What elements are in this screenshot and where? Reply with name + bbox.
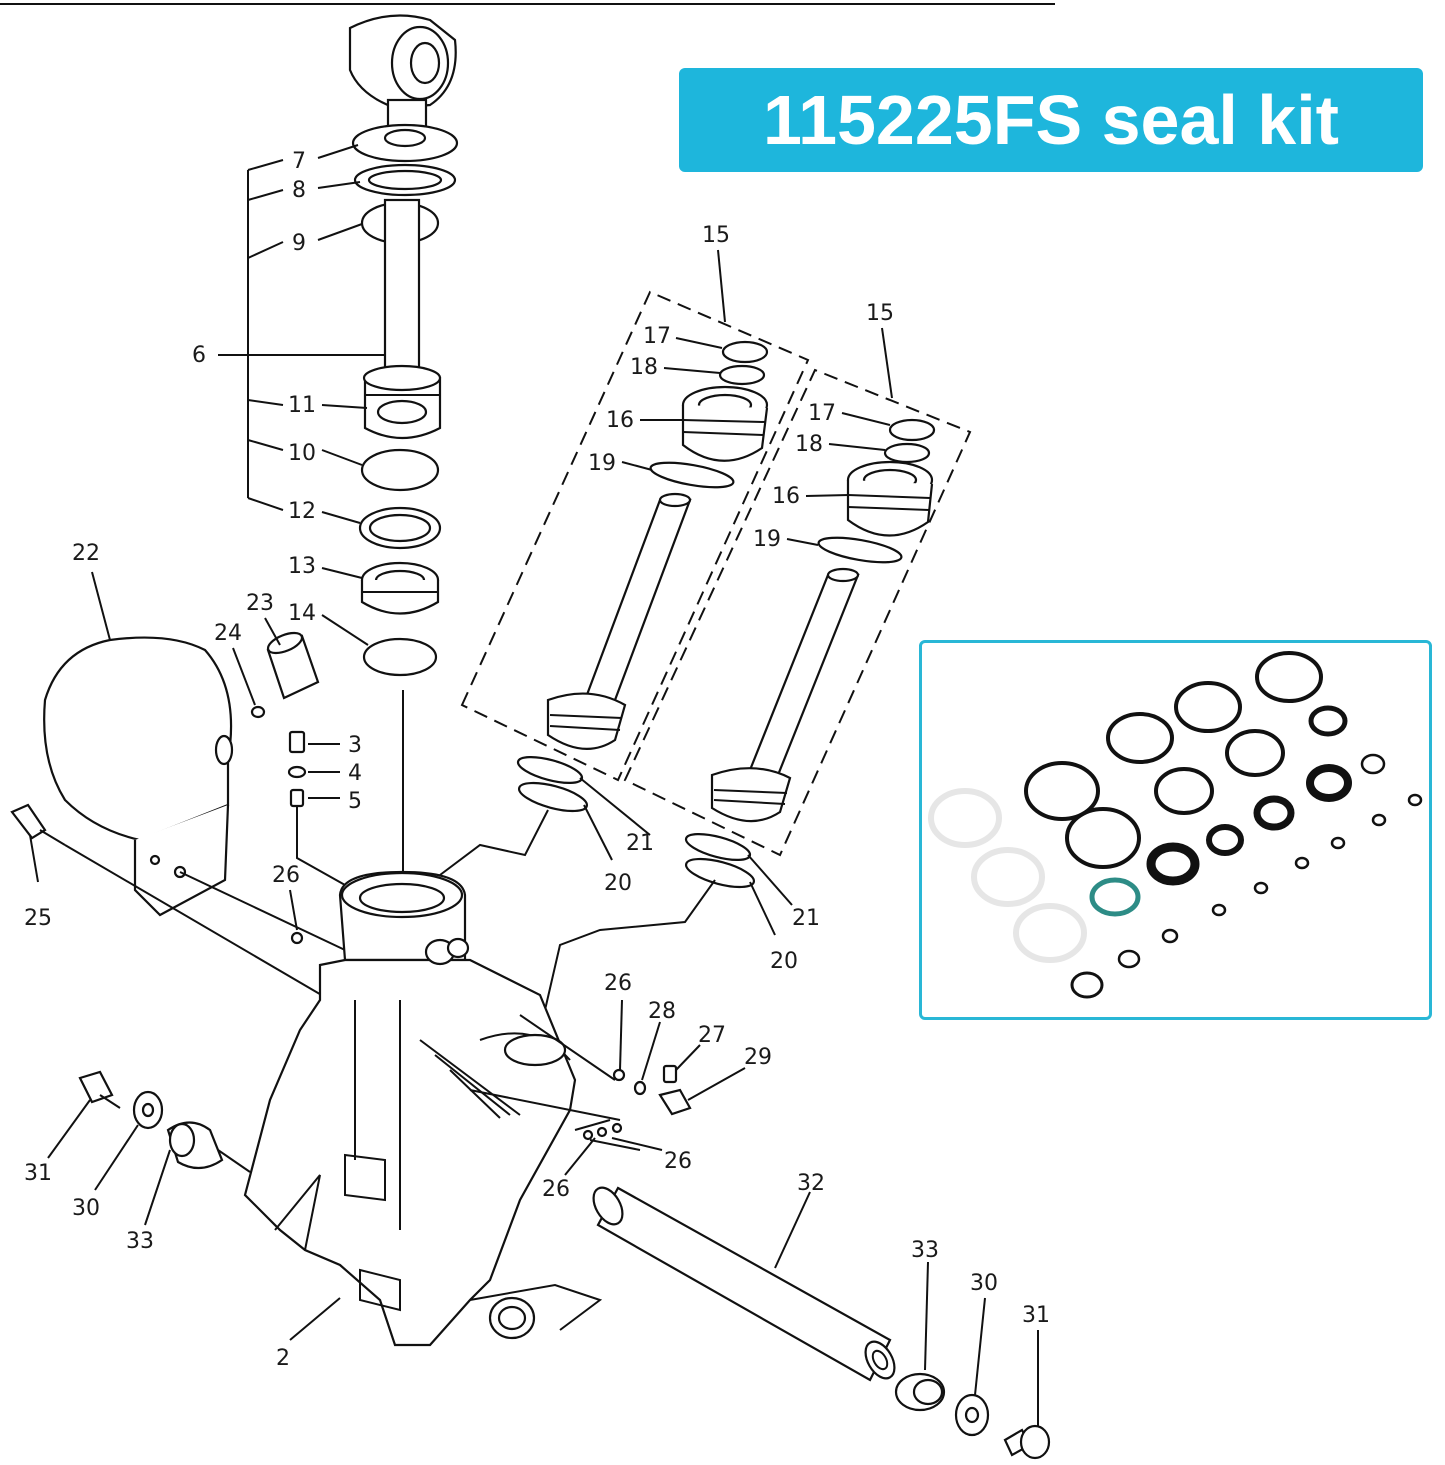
callout-15-b: 15 [866, 301, 894, 326]
callout-31-a: 31 [24, 1161, 52, 1186]
callout-19-a: 19 [588, 451, 616, 476]
callout-17-b: 17 [808, 401, 836, 426]
pivot-pin [592, 1186, 896, 1382]
callout-3: 3 [348, 733, 362, 758]
callout-32: 32 [797, 1171, 825, 1196]
seal-kit-inset [919, 640, 1432, 1020]
callout-12: 12 [288, 499, 316, 524]
callout-25: 25 [24, 906, 52, 931]
callout-18-b: 18 [795, 432, 823, 457]
callout-20-a: 20 [604, 871, 632, 896]
title-banner: 115225FS seal kit [679, 68, 1423, 172]
callout-13: 13 [288, 554, 316, 579]
callout-31-b: 31 [1022, 1303, 1050, 1328]
callout-26-d: 26 [542, 1177, 570, 1202]
trim-cylinder-right [623, 368, 972, 857]
callout-labels: 7 8 9 6 11 10 12 13 14 22 23 24 3 4 5 25… [24, 149, 1050, 1371]
callout-17-a: 17 [643, 324, 671, 349]
group-bracket [218, 144, 385, 646]
callout-21-b: 21 [792, 906, 820, 931]
cylinder-body [243, 870, 663, 1347]
small-parts-left [10, 617, 346, 1001]
callout-10: 10 [288, 441, 316, 466]
callout-26-a: 26 [272, 863, 300, 888]
callout-7: 7 [292, 149, 306, 174]
left-bushings [47, 1070, 251, 1226]
page-title: 115225FS seal kit [763, 81, 1339, 159]
callout-30-a: 30 [72, 1196, 100, 1221]
callout-26-c: 26 [664, 1149, 692, 1174]
callout-30-b: 30 [970, 1271, 998, 1296]
reservoir-cover [43, 571, 346, 951]
callout-20-b: 20 [770, 949, 798, 974]
callout-9: 9 [292, 231, 306, 256]
callout-22: 22 [72, 541, 100, 566]
callout-33-b: 33 [911, 1238, 939, 1263]
callout-15-a: 15 [702, 223, 730, 248]
callout-26-b: 26 [604, 971, 632, 996]
callout-24: 24 [214, 621, 242, 646]
callout-4: 4 [348, 761, 362, 786]
callout-16-b: 16 [772, 484, 800, 509]
small-parts-right [612, 999, 746, 1116]
callout-27: 27 [698, 1023, 726, 1048]
callout-6: 6 [192, 343, 206, 368]
trim-cylinder-left [460, 290, 810, 782]
callout-8: 8 [292, 178, 306, 203]
callout-14: 14 [288, 601, 316, 626]
callout-33-a: 33 [126, 1229, 154, 1254]
callout-16-a: 16 [606, 408, 634, 433]
callout-19-b: 19 [753, 527, 781, 552]
callout-23: 23 [246, 591, 274, 616]
callout-11: 11 [288, 393, 316, 418]
right-bushings [894, 1261, 1051, 1460]
callout-29: 29 [744, 1045, 772, 1070]
callout-5: 5 [348, 789, 362, 814]
callout-2: 2 [276, 1346, 290, 1371]
o-ring-icon [928, 651, 1423, 999]
tilt-cylinder-rod-assembly [348, 14, 459, 880]
callout-28: 28 [648, 999, 676, 1024]
trim-rings [439, 756, 793, 1011]
callout-18-a: 18 [630, 355, 658, 380]
callout-21-a: 21 [626, 831, 654, 856]
